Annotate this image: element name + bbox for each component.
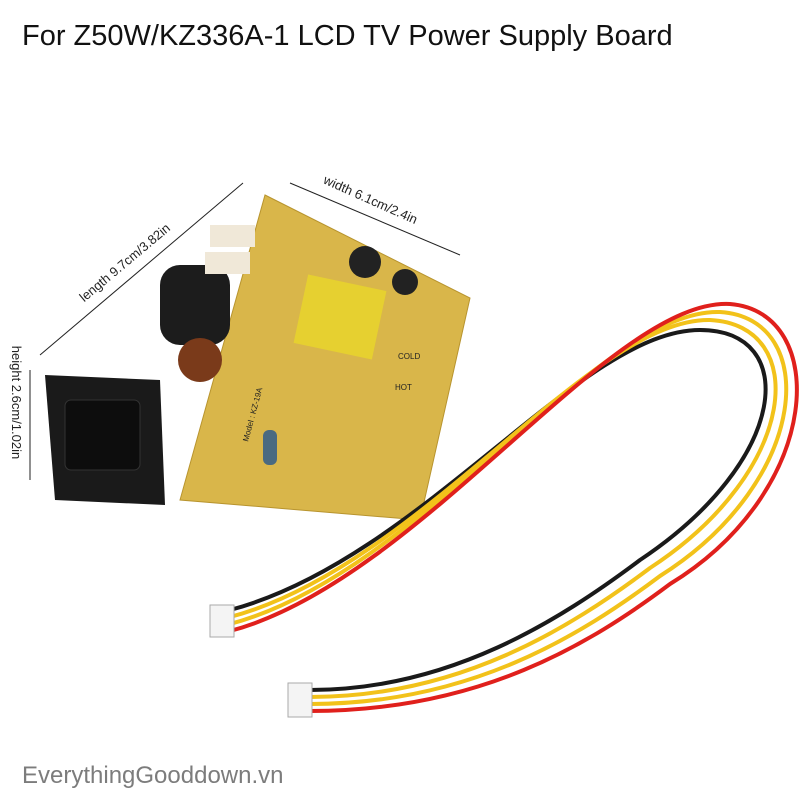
- height-label: height 2.6cm/1.02in: [9, 345, 25, 460]
- wire-connector-left: [209, 604, 235, 638]
- choke-coil: [178, 338, 222, 382]
- wire-harness: [229, 301, 799, 713]
- width-dimension-line: [289, 182, 461, 256]
- connector: [210, 225, 255, 247]
- product-title: For Z50W/KZ336A-1 LCD TV Power Supply Bo…: [22, 20, 673, 52]
- small-capacitor: [263, 430, 277, 465]
- capacitor: [349, 246, 381, 278]
- socket-inlet: [64, 399, 141, 471]
- capacitor: [392, 269, 418, 295]
- length-dimension-line: [39, 182, 244, 356]
- watermark: EverythingGooddown.vn: [22, 762, 284, 789]
- main-capacitor: [160, 265, 230, 345]
- transformer: [293, 274, 387, 360]
- hot-label: HOT: [395, 383, 412, 392]
- wire-connector-right: [287, 682, 313, 718]
- cold-label: COLD: [398, 352, 421, 361]
- connector: [205, 252, 250, 274]
